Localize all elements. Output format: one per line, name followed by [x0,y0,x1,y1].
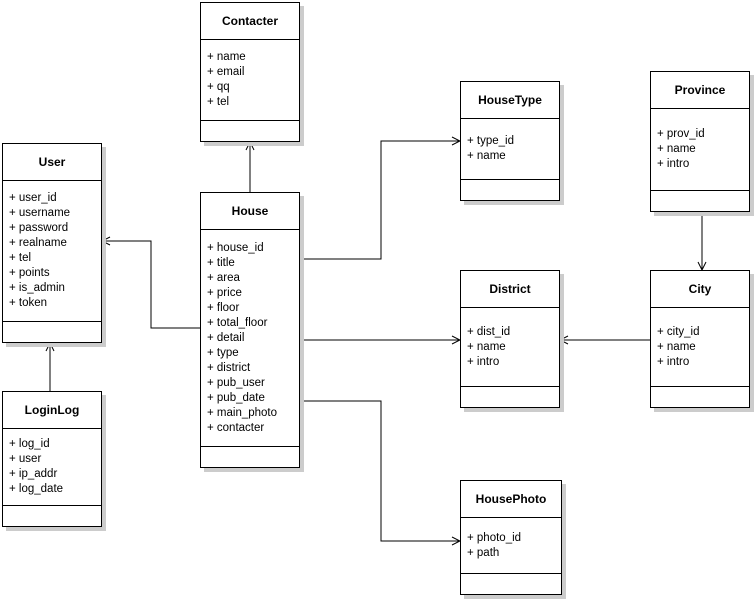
attribute: + intro [657,355,690,368]
attribute: + realname [9,237,67,249]
class-attributes-house: + house_id + title + area + price + floo… [201,229,299,446]
attribute: + main_photo [207,406,278,419]
class-methods-empty [651,386,749,407]
class-box-housetype: HouseType + type_id + name [460,81,560,201]
attribute: + log_date [9,483,64,495]
attribute: + detail [207,331,245,344]
class-box-house: House + house_id + title + area + price … [200,192,300,468]
class-title-province: Province [674,83,726,97]
attribute: + qq [207,81,230,93]
attribute: + type_id [467,135,514,147]
attribute: + floor [207,301,240,314]
attribute: + email [207,66,245,78]
class-methods-empty [201,446,299,467]
attribute: + user_id [9,192,57,204]
attribute: + password [9,222,69,234]
class-title-user: User [38,155,66,169]
class-title-city: City [688,282,712,296]
attribute: + is_admin [9,282,65,294]
class-methods-empty [201,120,299,141]
attribute: + user [9,453,42,465]
class-box-city: City + city_id + name + intro [650,270,750,408]
attribute: + contacter [207,421,265,434]
class-attributes-housephoto: + photo_id + path [461,517,561,573]
attribute: + path [467,546,500,559]
attribute: + house_id [207,241,264,254]
class-box-housephoto: HousePhoto + photo_id + path [460,480,562,595]
attribute: + city_id [657,325,700,338]
attribute: + prov_id [657,128,705,140]
class-box-province: Province + prov_id + name + intro [650,71,750,212]
class-box-loginlog: LoginLog + log_id + user + ip_addr + log… [2,391,102,527]
class-attributes-loginlog: + log_id + user + ip_addr + log_date [3,428,101,505]
attribute: + tel [207,96,230,108]
class-title-loginlog: LoginLog [24,403,80,417]
attribute: + photo_id [467,531,522,544]
attribute: + intro [657,158,690,170]
attribute: + pub_date [207,391,265,404]
attribute: + area [207,271,240,284]
class-title-district: District [489,282,531,296]
class-title-housetype: HouseType [478,93,542,107]
attribute: + price [207,286,242,299]
class-methods-empty [461,179,559,200]
attribute: + total_floor [207,316,268,329]
attribute: + type [207,346,239,359]
attribute: + points [9,267,50,279]
class-title-housephoto: HousePhoto [475,492,547,506]
class-title-house: House [231,204,269,218]
attribute: + dist_id [467,325,511,338]
attribute: + name [467,340,506,353]
class-box-user: User + user_id + username + password + r… [2,143,102,343]
class-attributes-user: + user_id + username + password + realna… [3,180,101,321]
class-methods-empty [461,386,559,407]
relation-house-to-housetype [300,141,460,260]
class-attributes-housetype: + type_id + name [461,118,559,179]
attribute: + tel [9,252,32,264]
attribute: + title [207,256,235,269]
class-methods-empty [3,321,101,342]
relation-house-to-user [102,241,200,329]
class-attributes-city: + city_id + name + intro [651,307,749,386]
class-attributes-province: + prov_id + name + intro [651,108,749,190]
class-box-contacter: Contacter + name + email + qq + tel [200,2,300,142]
class-methods-empty [461,573,561,594]
attribute: + name [207,51,246,63]
attribute: + intro [467,355,500,368]
attribute: + district [207,361,251,374]
attribute: + token [9,297,48,309]
class-attributes-contacter: + name + email + qq + tel [201,39,299,120]
attribute: + name [657,143,696,155]
class-attributes-district: + dist_id + name + intro [461,307,559,386]
attribute: + name [657,340,696,353]
attribute: + log_id [9,438,50,450]
class-methods-empty [651,190,749,211]
attribute: + ip_addr [9,468,58,480]
attribute: + name [467,150,506,162]
class-methods-empty [3,505,101,526]
attribute: + username [9,207,71,219]
class-box-district: District + dist_id + name + intro [460,270,560,408]
class-title-contacter: Contacter [221,14,278,28]
attribute: + pub_user [207,376,265,389]
relation-house-to-housephoto [300,400,460,541]
